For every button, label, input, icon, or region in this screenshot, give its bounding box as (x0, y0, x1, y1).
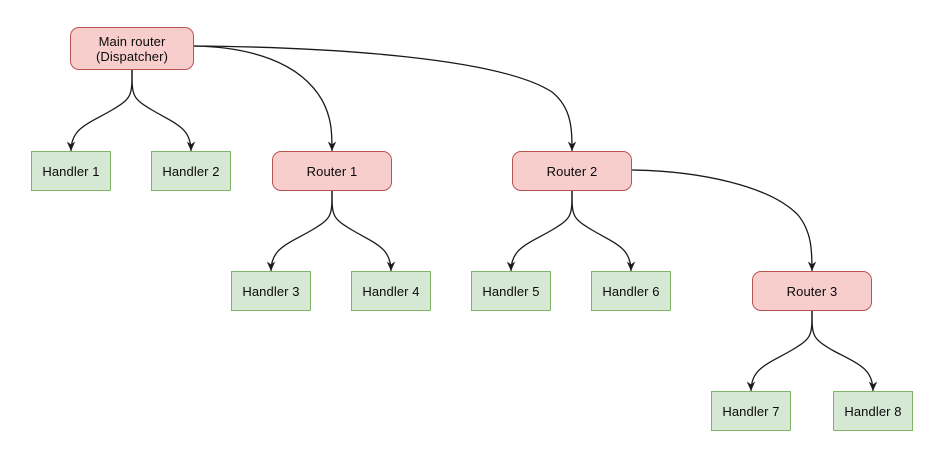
edge-router-1-to-handler-4-arrowhead-icon (386, 261, 396, 271)
edge-router-2-to-handler-5 (506, 190, 573, 272)
node-handler-5[interactable]: Handler 5 (471, 271, 551, 311)
edge-main-to-router-2-arrowhead-icon (567, 141, 577, 151)
edge-main-to-router-1 (193, 45, 337, 152)
node-router-2[interactable]: Router 2 (512, 151, 632, 191)
edge-router-2-to-router-3-path (631, 169, 813, 272)
edge-router-1-to-handler-4-path (331, 190, 392, 272)
edge-router-2-to-handler-5-arrowhead-icon (506, 261, 516, 271)
node-handler-4[interactable]: Handler 4 (351, 271, 431, 311)
edge-router-3-to-handler-8 (811, 310, 878, 392)
edge-router-2-to-handler-6 (571, 190, 636, 272)
node-label-handler-2: Handler 2 (162, 163, 220, 179)
edge-main-to-handler-2-path (131, 69, 192, 152)
node-handler-1[interactable]: Handler 1 (31, 151, 111, 191)
edge-router-3-to-handler-7 (746, 310, 813, 392)
edge-main-to-router-1-arrowhead-icon (327, 141, 337, 151)
node-label-handler-4: Handler 4 (362, 283, 420, 299)
node-label-handler-7: Handler 7 (722, 403, 780, 419)
node-handler-3[interactable]: Handler 3 (231, 271, 311, 311)
node-label-router-2: Router 2 (546, 163, 598, 179)
edge-main-to-router-1-path (193, 45, 333, 152)
node-router-3[interactable]: Router 3 (752, 271, 872, 311)
edge-router-1-to-handler-3-arrowhead-icon (266, 261, 276, 271)
node-label-router-1: Router 1 (306, 163, 358, 179)
edge-router-2-to-router-3 (631, 169, 817, 272)
node-label-handler-1: Handler 1 (42, 163, 100, 179)
node-handler-6[interactable]: Handler 6 (591, 271, 671, 311)
edge-main-to-router-2 (193, 45, 577, 152)
edge-main-to-handler-2 (131, 69, 196, 152)
edge-router-3-to-handler-8-path (811, 310, 874, 392)
edge-router-1-to-handler-3 (266, 190, 333, 272)
edge-router-3-to-handler-8-arrowhead-icon (868, 381, 878, 391)
edge-router-3-to-handler-7-arrowhead-icon (746, 381, 756, 391)
node-label-router-3: Router 3 (786, 283, 838, 299)
edge-main-to-router-2-path (193, 45, 573, 152)
node-label-handler-3: Handler 3 (242, 283, 300, 299)
node-label-handler-8: Handler 8 (844, 403, 902, 419)
edge-main-to-handler-1-arrowhead-icon (66, 141, 76, 151)
edge-router-3-to-handler-7-path (750, 310, 813, 392)
edge-router-2-to-handler-6-arrowhead-icon (626, 261, 636, 271)
edge-router-1-to-handler-3-path (270, 190, 333, 272)
node-handler-2[interactable]: Handler 2 (151, 151, 231, 191)
node-label-handler-6: Handler 6 (602, 283, 660, 299)
edge-main-to-handler-1 (66, 69, 133, 152)
edge-router-2-to-handler-6-path (571, 190, 632, 272)
edge-router-1-to-handler-4 (331, 190, 396, 272)
edge-main-to-handler-1-path (70, 69, 133, 152)
edge-main-to-handler-2-arrowhead-icon (186, 141, 196, 151)
node-handler-7[interactable]: Handler 7 (711, 391, 791, 431)
node-label-handler-5: Handler 5 (482, 283, 540, 299)
node-main-router[interactable]: Main router (Dispatcher) (70, 27, 194, 70)
edge-router-2-to-router-3-arrowhead-icon (807, 261, 817, 271)
node-handler-8[interactable]: Handler 8 (833, 391, 913, 431)
node-router-1[interactable]: Router 1 (272, 151, 392, 191)
edge-router-2-to-handler-5-path (510, 190, 573, 272)
node-label-main-router: Main router (Dispatcher) (96, 33, 168, 64)
